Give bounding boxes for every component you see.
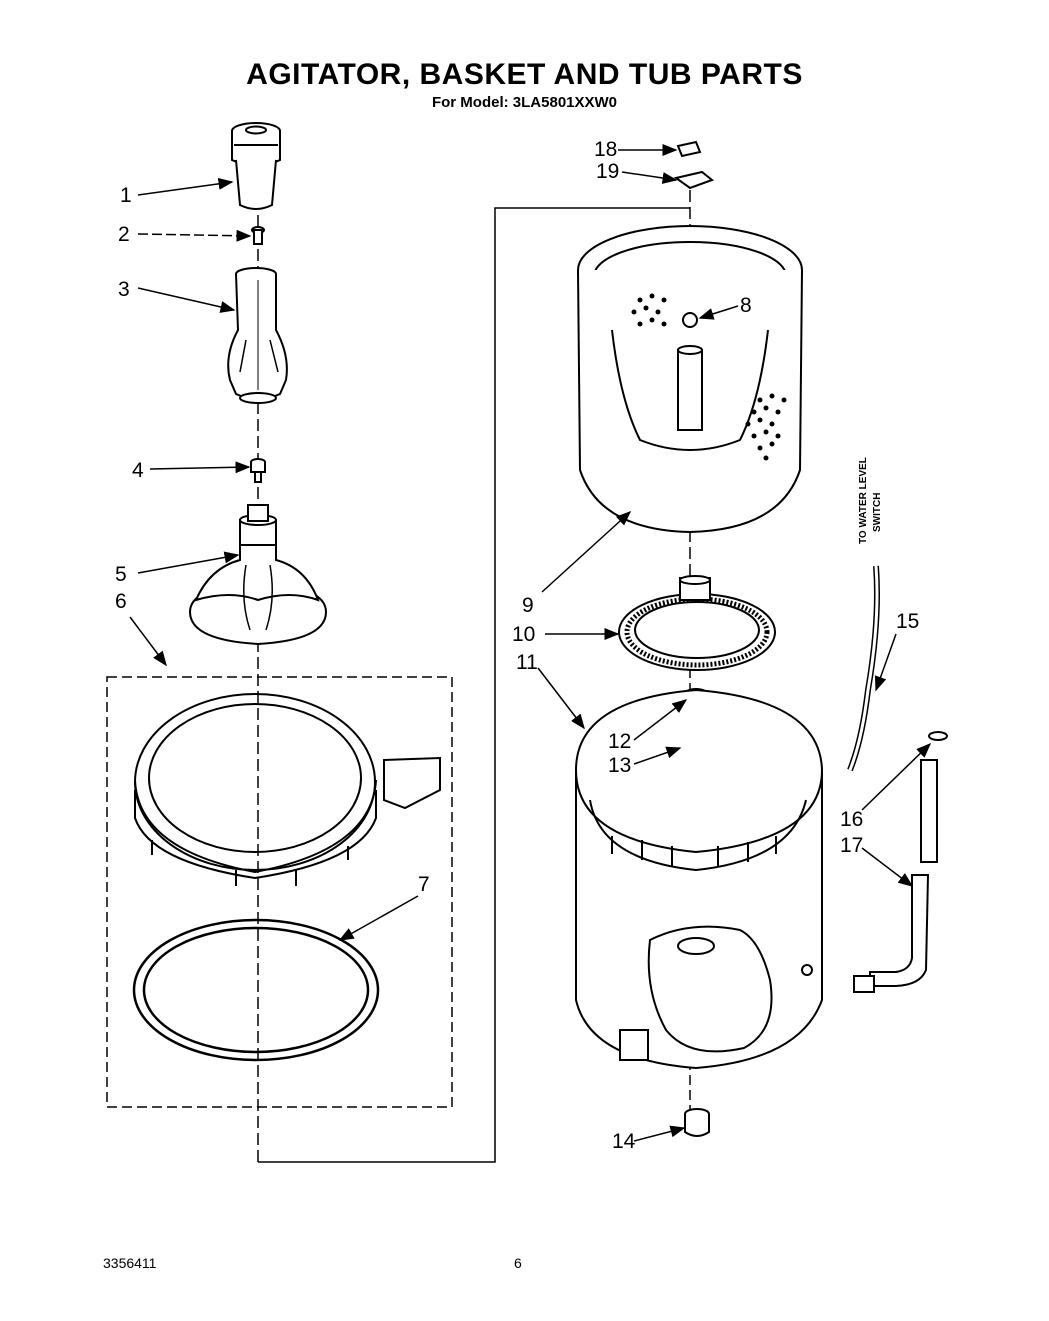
callout-11: 11 bbox=[516, 651, 538, 674]
agitator-barrel bbox=[227, 267, 288, 404]
callout-4: 4 bbox=[132, 459, 144, 482]
drain-plug bbox=[684, 1108, 710, 1137]
bracket bbox=[673, 170, 715, 190]
callout-8: 8 bbox=[740, 294, 752, 317]
document-number: 3356411 bbox=[103, 1255, 157, 1271]
drive-hub bbox=[618, 575, 776, 671]
callout-18: 18 bbox=[594, 138, 617, 161]
outer-tub bbox=[575, 688, 823, 1070]
callout-19: 19 bbox=[596, 160, 619, 183]
agitator-cap bbox=[231, 122, 281, 210]
callout-13: 13 bbox=[608, 754, 631, 777]
callout-6: 6 bbox=[115, 590, 127, 613]
wash-basket bbox=[577, 225, 803, 534]
agitator-base bbox=[188, 504, 328, 646]
screw bbox=[251, 226, 265, 245]
callout-2: 2 bbox=[118, 223, 130, 246]
gasket-ring bbox=[132, 918, 380, 1062]
tub-ring bbox=[134, 693, 441, 886]
model-subtitle: For Model: 3LA5801XXW0 bbox=[431, 94, 618, 111]
clip bbox=[676, 140, 702, 158]
callout-10: 10 bbox=[512, 623, 535, 646]
seal-kit-frame bbox=[106, 676, 453, 1108]
connector-line bbox=[258, 207, 690, 1163]
callout-12: 12 bbox=[608, 730, 631, 753]
callout-3: 3 bbox=[118, 278, 130, 301]
callout-5: 5 bbox=[115, 563, 127, 586]
page-title: AGITATOR, BASKET AND TUB PARTS bbox=[246, 58, 803, 91]
leader-lines bbox=[129, 144, 932, 1142]
basket-holes bbox=[631, 293, 787, 461]
callout-16: 16 bbox=[840, 808, 863, 831]
callout-15: 15 bbox=[896, 610, 919, 633]
callout-9: 9 bbox=[522, 594, 534, 617]
callout-1: 1 bbox=[120, 184, 132, 207]
callout-7: 7 bbox=[418, 873, 430, 896]
callout-17: 17 bbox=[840, 834, 863, 857]
page-number: 6 bbox=[514, 1255, 522, 1271]
fitting bbox=[250, 458, 266, 483]
callout-14: 14 bbox=[612, 1130, 636, 1153]
pressure-hose bbox=[847, 565, 880, 772]
fill-hose bbox=[853, 731, 948, 993]
